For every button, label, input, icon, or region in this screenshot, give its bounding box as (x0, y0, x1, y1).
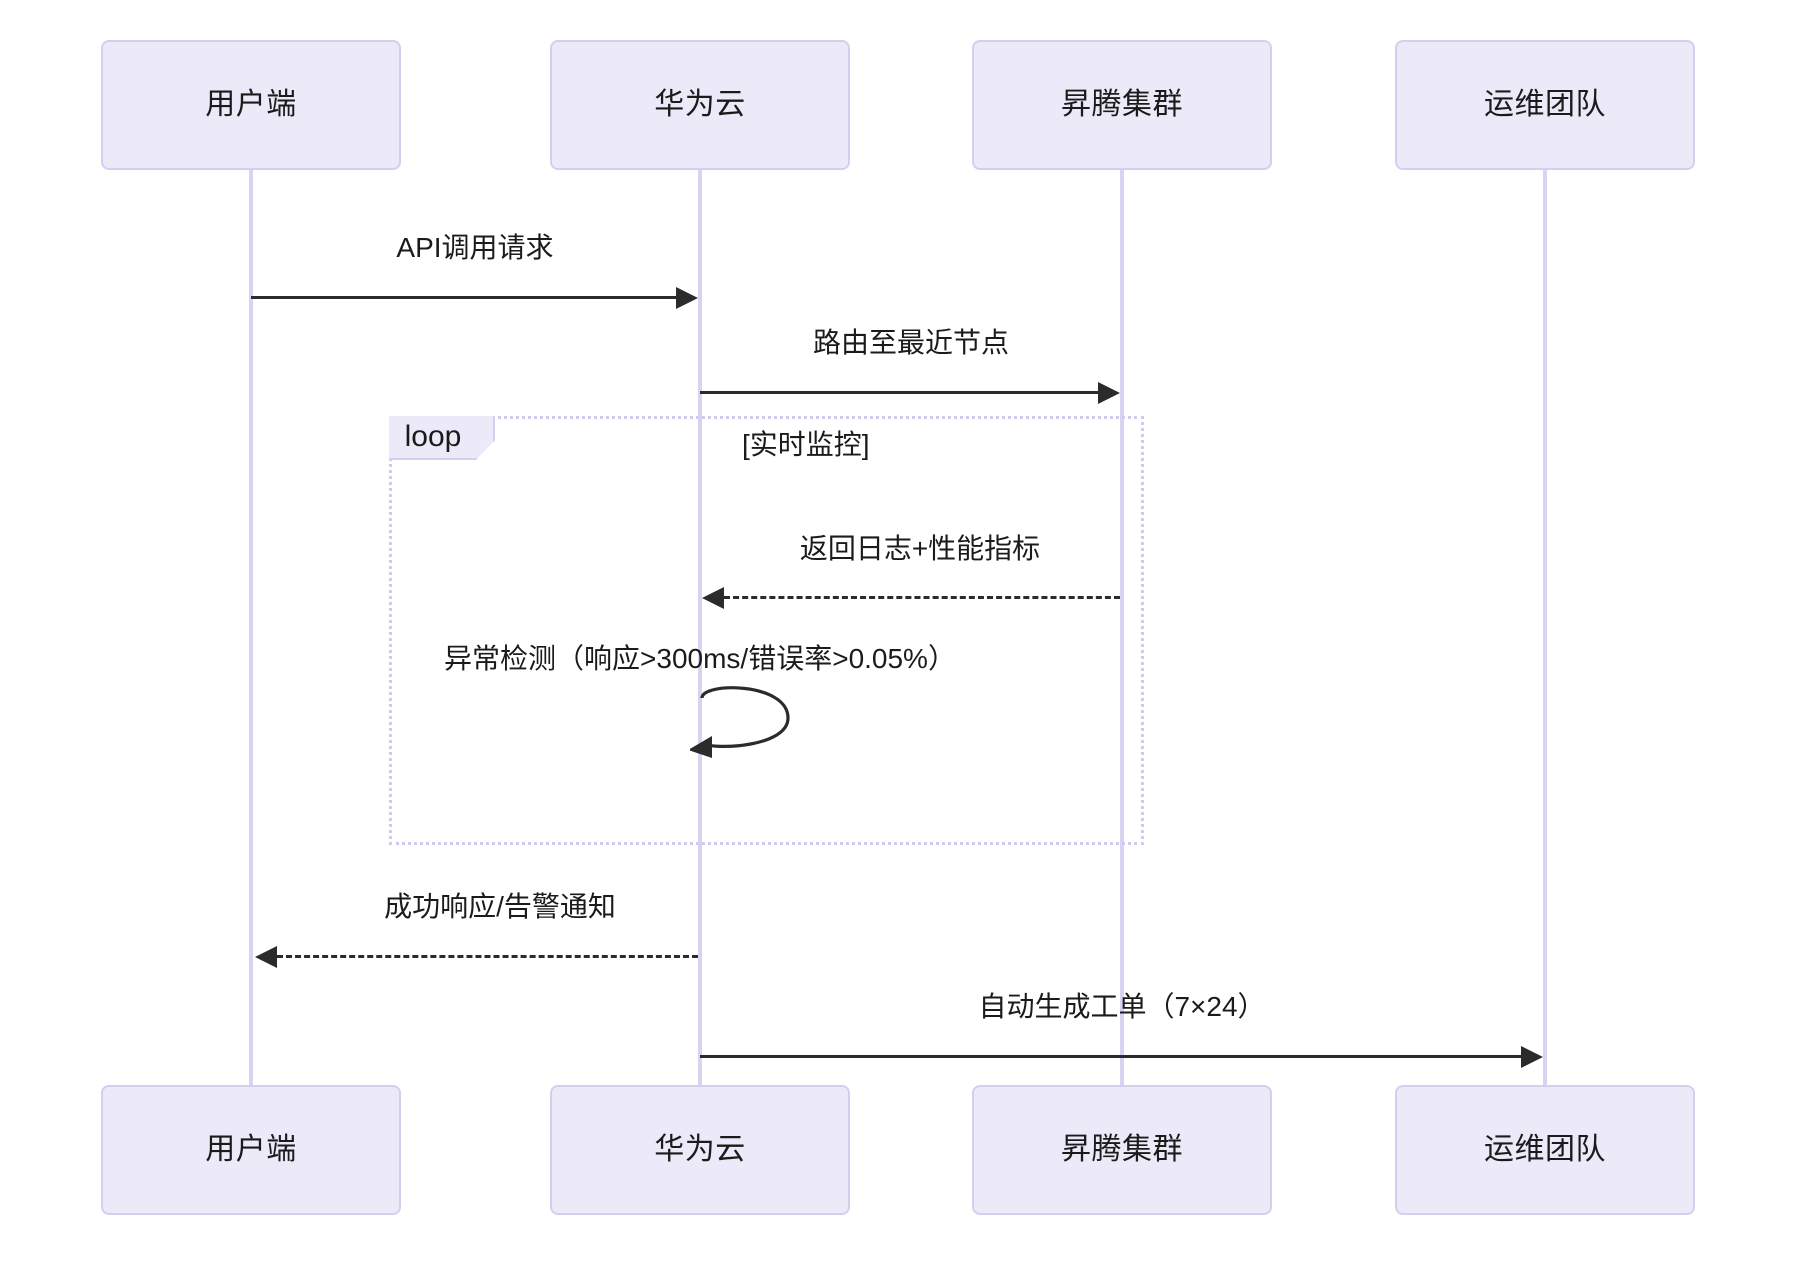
participant-top-huawei[interactable]: 华为云 (550, 40, 850, 170)
message-label-success-or-alarm: 成功响应/告警通知 (384, 891, 616, 922)
message-label-return-logs-metrics: 返回日志+性能指标 (799, 533, 1041, 564)
participant-bottom-client[interactable]: 用户端 (101, 1085, 401, 1215)
message-label-anomaly-detection: 异常检测（响应>300ms/错误率>0.05%） (444, 643, 956, 674)
message-label-api-request: API调用请求 (396, 232, 554, 263)
message-line-return-logs-metrics (724, 596, 1120, 599)
message-line-api-request (251, 296, 676, 299)
loop-block (389, 416, 1144, 845)
participant-label: 用户端 (205, 1133, 297, 1166)
participant-label: 运维团队 (1484, 88, 1606, 121)
arrowhead-right-icon (676, 287, 698, 309)
arrowhead-right-icon (1098, 382, 1120, 404)
message-label-auto-ticket: 自动生成工单（7×24） (978, 991, 1266, 1022)
self-message-loop (690, 686, 790, 758)
participant-label: 昇腾集群 (1061, 1133, 1183, 1166)
loop-tag: loop (389, 416, 495, 460)
message-line-route-nearest-node (700, 391, 1098, 394)
message-line-auto-ticket (700, 1055, 1521, 1058)
lifeline-ops (1543, 170, 1547, 1085)
participant-bottom-huawei[interactable]: 华为云 (550, 1085, 850, 1215)
participant-top-ops[interactable]: 运维团队 (1395, 40, 1695, 170)
message-line-success-or-alarm (277, 955, 698, 958)
participant-label: 华为云 (654, 1133, 746, 1166)
lifeline-huawei (698, 170, 702, 1085)
lifeline-ascend (1120, 170, 1124, 1085)
lifeline-client (249, 170, 253, 1085)
arrowhead-left-icon (255, 946, 277, 968)
participant-top-ascend[interactable]: 昇腾集群 (972, 40, 1272, 170)
arrowhead-right-icon (1521, 1046, 1543, 1068)
participant-top-client[interactable]: 用户端 (101, 40, 401, 170)
participant-label: 运维团队 (1484, 1133, 1606, 1166)
arrowhead-left-icon (702, 587, 724, 609)
loop-tag-label: loop (404, 420, 462, 453)
participant-label: 昇腾集群 (1061, 88, 1183, 121)
participant-bottom-ascend[interactable]: 昇腾集群 (972, 1085, 1272, 1215)
loop-condition-label: [实时监控] (742, 429, 870, 460)
participant-label: 华为云 (654, 88, 746, 121)
participant-label: 用户端 (205, 88, 297, 121)
participant-bottom-ops[interactable]: 运维团队 (1395, 1085, 1695, 1215)
message-label-route-nearest-node: 路由至最近节点 (812, 327, 1010, 358)
